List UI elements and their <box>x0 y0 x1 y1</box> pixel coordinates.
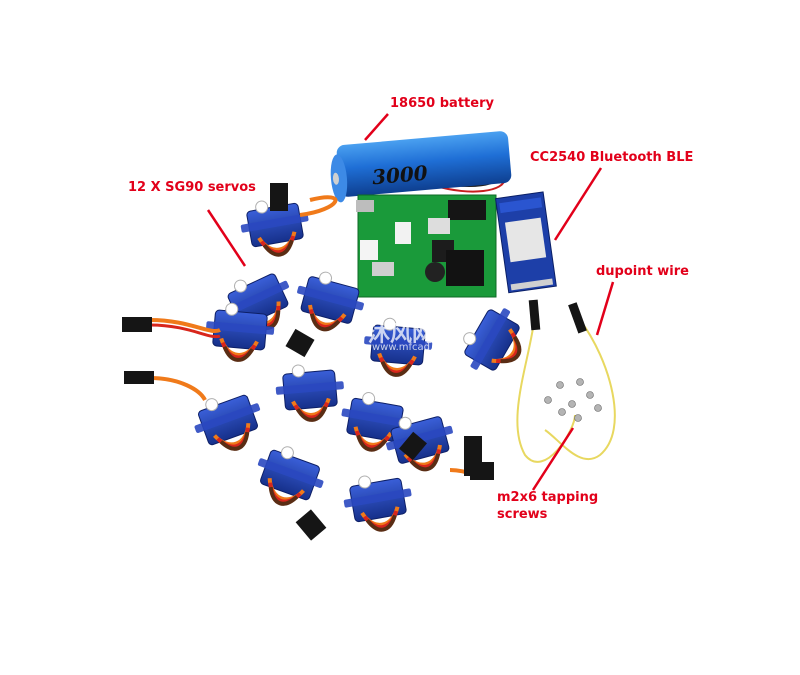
servo-connectors <box>122 183 494 541</box>
battery <box>330 131 512 203</box>
wire-label: dupoint wire <box>596 264 689 279</box>
watermark-url: www.mfcad.com <box>372 342 455 353</box>
screws-label-line2: screws <box>497 507 548 522</box>
servo-group <box>149 191 537 538</box>
bluetooth-module <box>494 191 557 294</box>
battery-capacity-print: 3000 <box>371 160 429 190</box>
screws <box>544 378 602 422</box>
battery-label: 18650 battery <box>390 96 494 111</box>
bluetooth-label: CC2540 Bluetooth BLE <box>530 150 694 165</box>
servos-label: 12 X SG90 servos <box>128 180 256 195</box>
controller-board <box>356 194 497 298</box>
screws-label-line1: m2x6 tapping <box>497 490 599 505</box>
annotation-lines <box>206 113 615 491</box>
watermark-text: 沐风网 <box>368 322 435 347</box>
